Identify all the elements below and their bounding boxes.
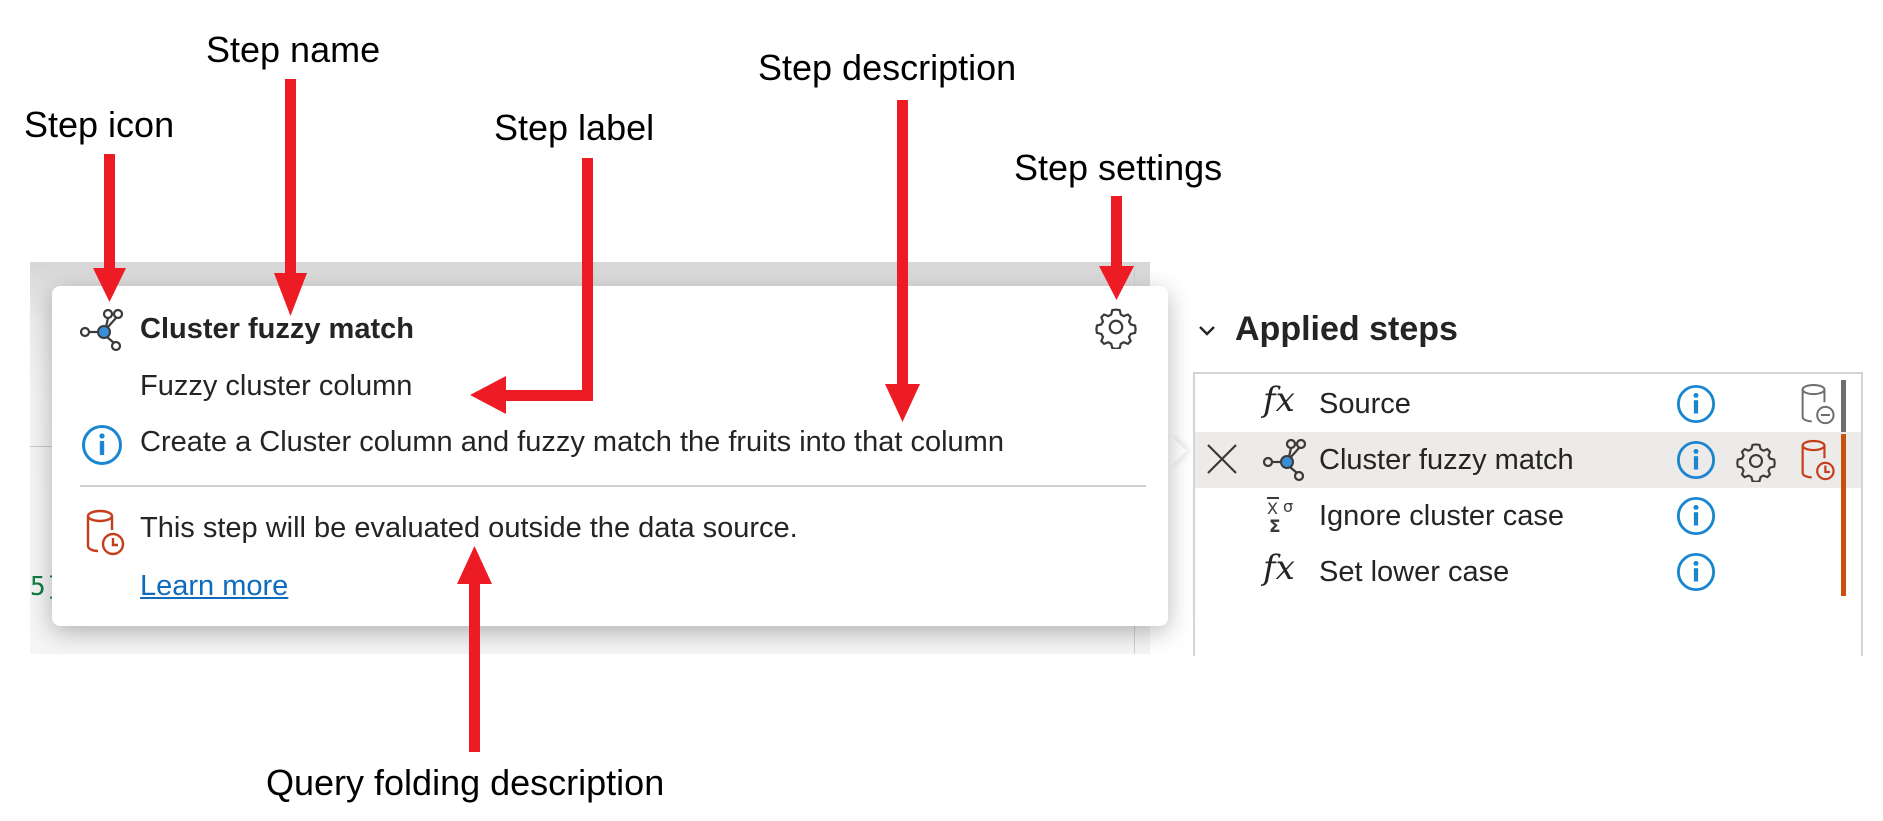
- learn-more-link[interactable]: Learn more: [140, 570, 289, 602]
- step-name: Set lower case: [1319, 556, 1510, 588]
- annotation-step-icon: Step icon: [24, 104, 175, 145]
- statistics-icon: X σ Σ: [1267, 497, 1293, 537]
- annotation-step-description: Step description: [758, 47, 1017, 88]
- arrow-step-icon: [93, 154, 126, 302]
- applied-steps-list: fx Source Cluster fuzzy match X σ Σ Igno…: [1193, 372, 1863, 656]
- evaluated-outside-source-icon: [1801, 439, 1835, 481]
- svg-text:Σ: Σ: [1269, 517, 1281, 537]
- info-icon[interactable]: [1676, 440, 1716, 480]
- fx-icon: fx: [1263, 380, 1295, 420]
- step-name: Cluster fuzzy match: [1319, 444, 1574, 476]
- chevron-down-icon[interactable]: [1196, 320, 1218, 342]
- step-info-popup: [52, 286, 1168, 626]
- annotation-step-name: Step name: [206, 29, 381, 70]
- info-icon[interactable]: [1676, 384, 1716, 424]
- query-folding-description: This step will be evaluated outside the …: [140, 512, 798, 544]
- step-row-set-lower-case[interactable]: fx Set lower case: [1195, 544, 1861, 600]
- step-label: Fuzzy cluster column: [140, 370, 413, 402]
- svg-text:σ: σ: [1283, 497, 1293, 516]
- info-icon: [82, 425, 122, 465]
- evaluated-outside-source-icon: [86, 509, 125, 556]
- arrow-step-settings: [1099, 196, 1134, 300]
- database-not-folded-icon: [1801, 383, 1835, 425]
- annotation-step-settings: Step settings: [1014, 147, 1223, 188]
- arrow-query-folding: [457, 546, 492, 752]
- step-description: Create a Cluster column and fuzzy match …: [140, 426, 1004, 458]
- grid-line: [30, 446, 54, 447]
- svg-text:X: X: [1267, 499, 1278, 518]
- info-icon[interactable]: [1676, 496, 1716, 536]
- cluster-icon: [1263, 438, 1307, 482]
- step-name: Source: [1319, 388, 1411, 420]
- delete-step-icon[interactable]: [1205, 442, 1239, 476]
- step-row-source[interactable]: fx Source: [1195, 376, 1861, 432]
- folding-indicator-bar: [1841, 380, 1846, 432]
- annotation-step-label: Step label: [494, 107, 655, 148]
- arrow-step-label: [470, 158, 593, 414]
- arrow-step-name: [274, 79, 307, 316]
- annotation-query-folding-description: Query folding description: [266, 762, 665, 803]
- folding-indicator-bar: [1841, 434, 1846, 488]
- cluster-fuzzy-match-icon: [80, 308, 124, 352]
- gear-icon[interactable]: [1735, 440, 1777, 482]
- step-settings-gear-icon[interactable]: [1094, 305, 1138, 349]
- fx-icon: fx: [1263, 548, 1295, 588]
- applied-steps-title: Applied steps: [1235, 310, 1458, 348]
- step-row-ignore-cluster-case[interactable]: X σ Σ Ignore cluster case: [1195, 488, 1861, 544]
- popup-divider: [80, 485, 1146, 487]
- info-icon[interactable]: [1676, 552, 1716, 592]
- arrow-step-description: [885, 100, 920, 422]
- step-name: Cluster fuzzy match: [140, 313, 414, 345]
- step-row-cluster-fuzzy-match[interactable]: Cluster fuzzy match: [1195, 432, 1861, 488]
- folding-indicator-bar: [1841, 544, 1846, 596]
- step-name: Ignore cluster case: [1319, 500, 1565, 532]
- folding-indicator-bar: [1841, 488, 1846, 544]
